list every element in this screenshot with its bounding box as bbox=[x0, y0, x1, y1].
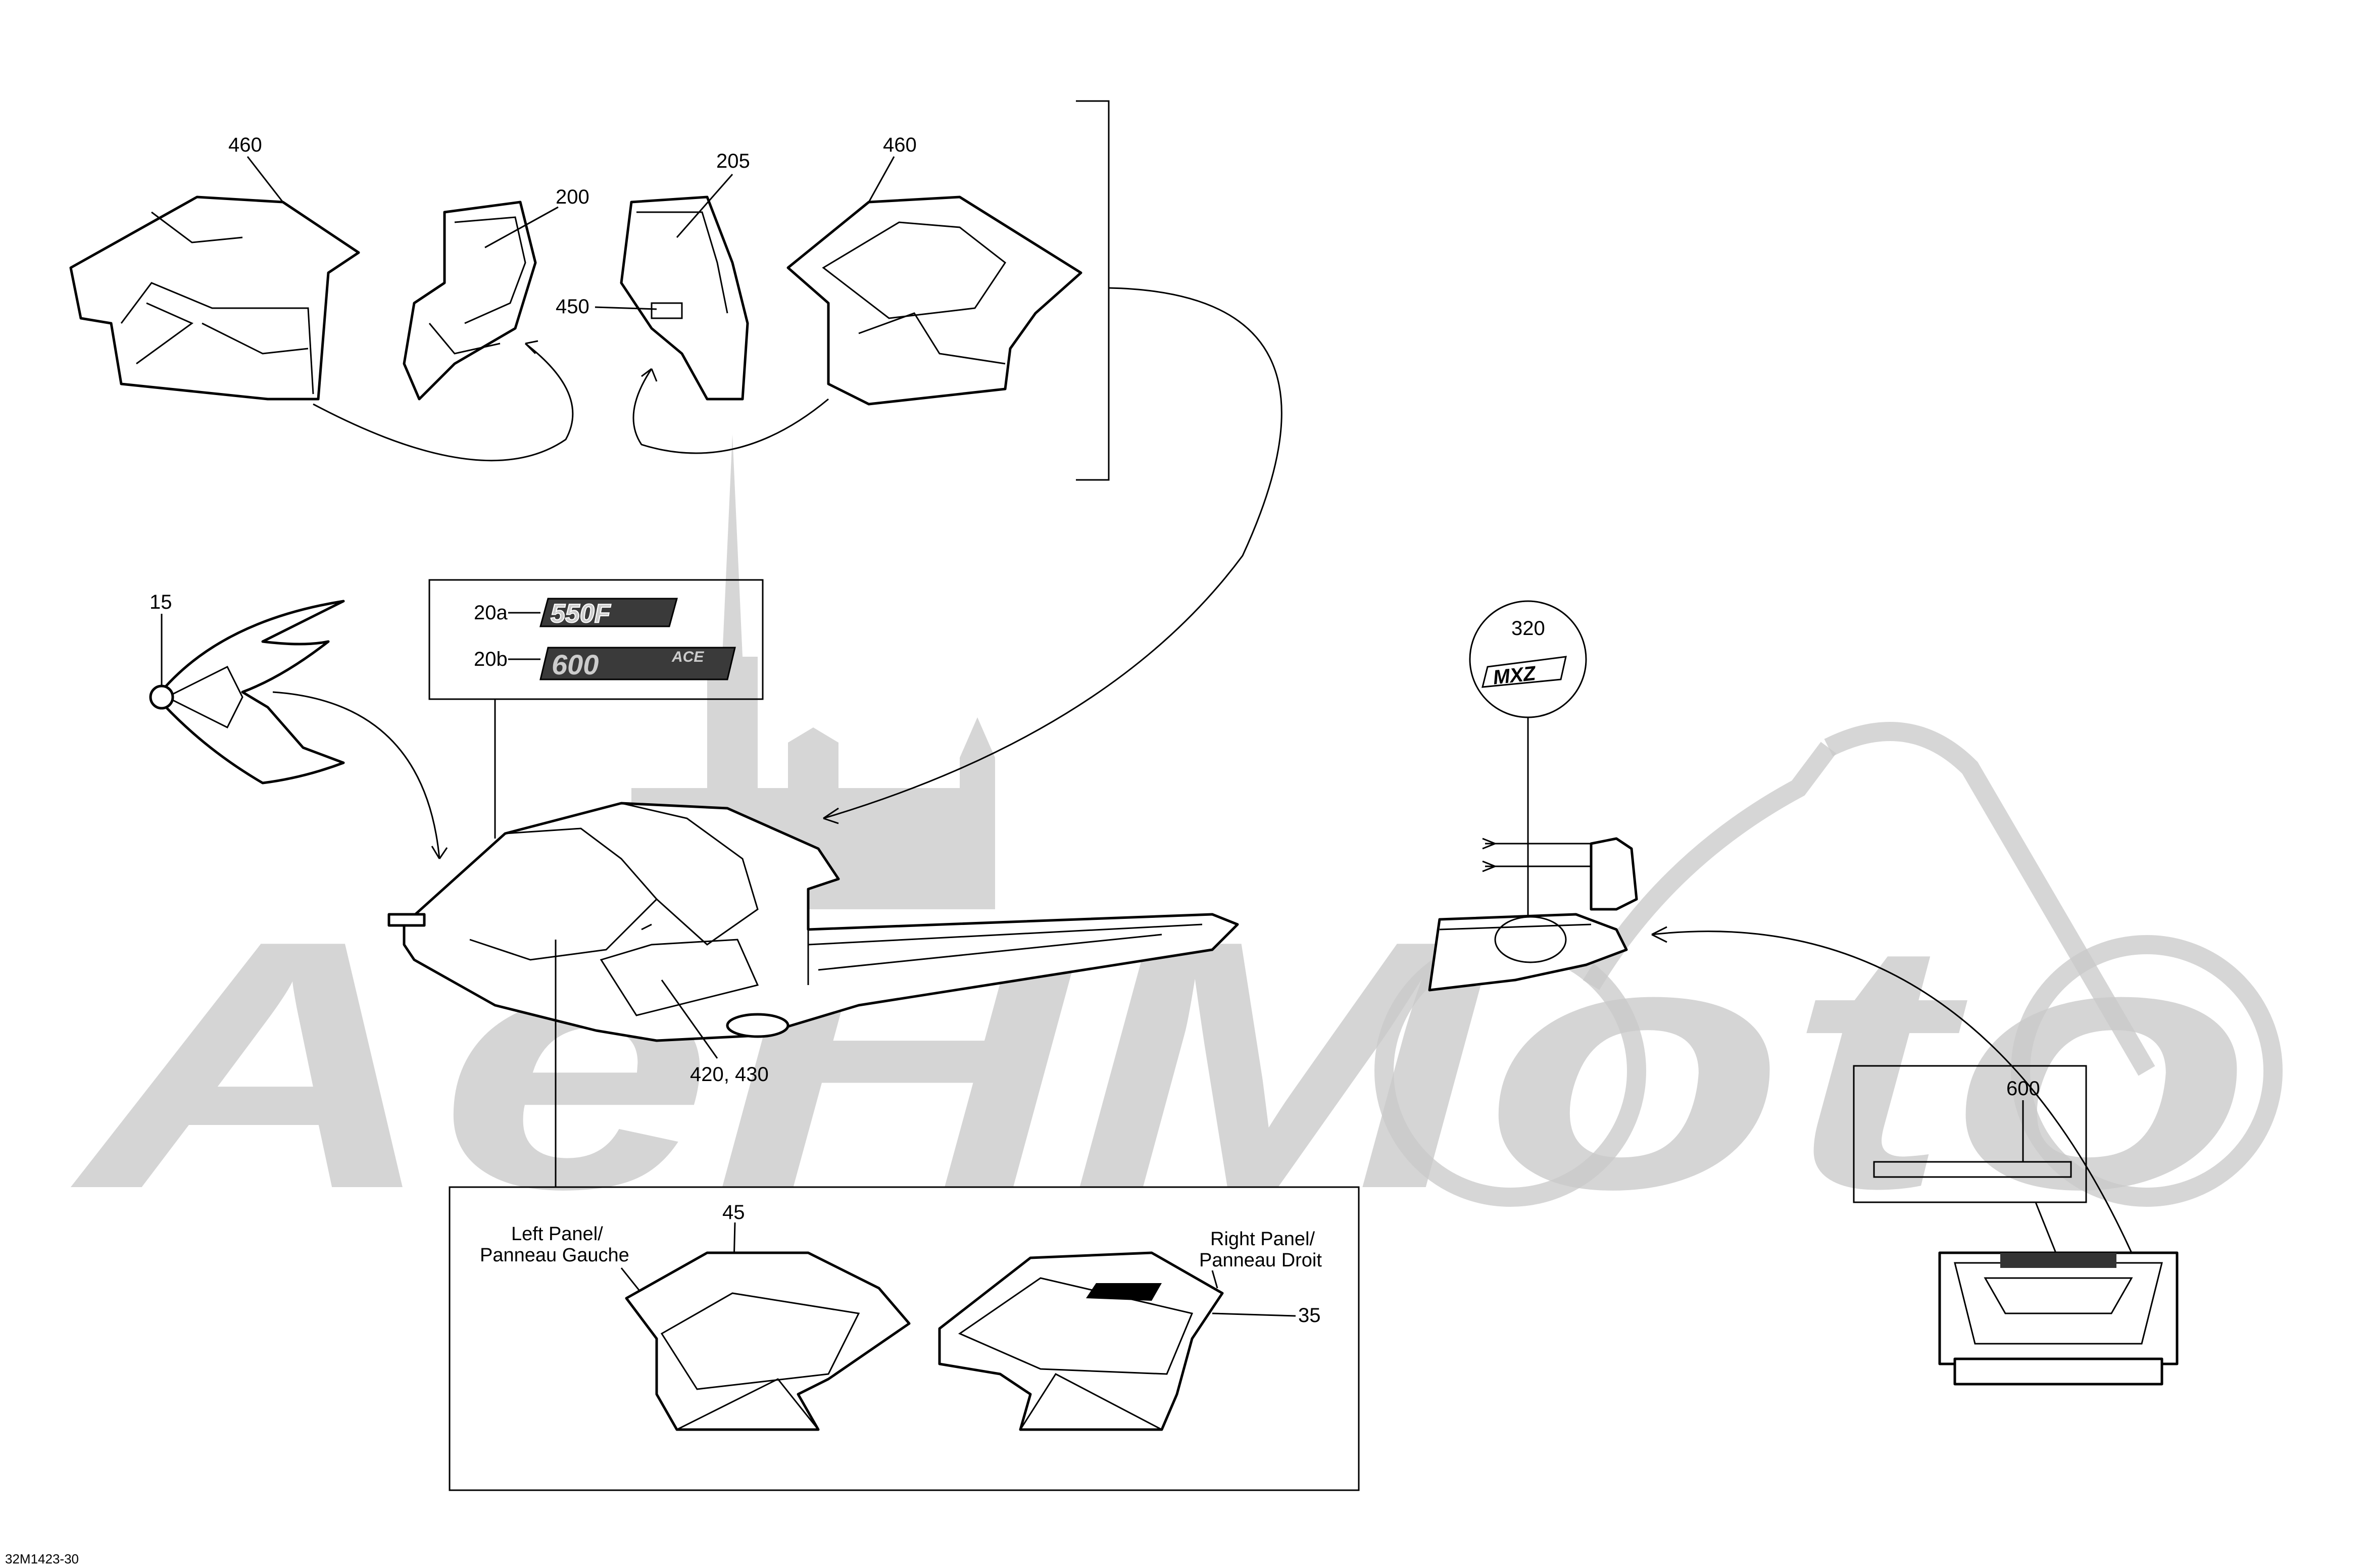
watermark: AeHMoto bbox=[65, 434, 2283, 1262]
callout-35: 35 bbox=[1298, 1304, 1321, 1327]
decal-550f: 550F bbox=[539, 598, 678, 629]
watermark-cathedral bbox=[631, 434, 960, 909]
left-side-panel bbox=[625, 1251, 911, 1431]
left-panel-label-line2: Panneau Gauche bbox=[480, 1245, 629, 1266]
rear-tunnel-view bbox=[1428, 837, 1638, 992]
decal-600-text: 600 bbox=[552, 649, 599, 680]
callout-460-right: 460 bbox=[883, 134, 917, 156]
callout-600: 600 bbox=[2006, 1077, 2040, 1100]
side-panel-200 bbox=[403, 201, 537, 401]
callout-420-430: 420, 430 bbox=[690, 1063, 769, 1086]
callout-20b: 20b bbox=[474, 648, 508, 670]
decal-ace-text: ACE bbox=[671, 649, 704, 665]
callout-320: 320 bbox=[1511, 617, 1545, 640]
drawing-number: 32M1423-30 bbox=[5, 1551, 79, 1566]
right-panel-label-line2: Panneau Droit bbox=[1199, 1250, 1322, 1271]
side-panel-205 bbox=[620, 195, 749, 401]
callout-450: 450 bbox=[556, 296, 589, 318]
callout-200: 200 bbox=[556, 186, 589, 208]
decal-600-box bbox=[1853, 1065, 2087, 1203]
model-decal-box bbox=[428, 579, 764, 700]
right-side-panel bbox=[938, 1251, 1224, 1431]
callout-15: 15 bbox=[150, 591, 172, 613]
decal-550f-text: 550F bbox=[551, 599, 611, 628]
top-group-bracket bbox=[1076, 100, 1110, 481]
left-panel-label-line1: Left Panel/ bbox=[511, 1223, 603, 1245]
callout-460-left: 460 bbox=[228, 134, 262, 156]
side-panels-box bbox=[449, 1186, 1360, 1491]
warning-decal-strip bbox=[1873, 1161, 2072, 1178]
decal-600ace: 600 ACE bbox=[539, 647, 736, 680]
callout-205: 205 bbox=[716, 150, 750, 172]
side-panel-460-right bbox=[786, 195, 1082, 406]
right-panel-label-line1: Right Panel/ bbox=[1210, 1229, 1315, 1250]
watermark-tower bbox=[960, 717, 995, 909]
side-panel-460-left bbox=[69, 195, 360, 401]
snowmobile-main-body bbox=[387, 802, 1239, 1042]
badge-320-decal: MXZ bbox=[1482, 656, 1567, 689]
badge-320-text: MXZ bbox=[1492, 662, 1538, 689]
rear-flap bbox=[1938, 1251, 2179, 1386]
callout-20a: 20a bbox=[474, 602, 508, 624]
front-nose-part-15 bbox=[149, 600, 345, 785]
callout-45: 45 bbox=[722, 1201, 745, 1223]
